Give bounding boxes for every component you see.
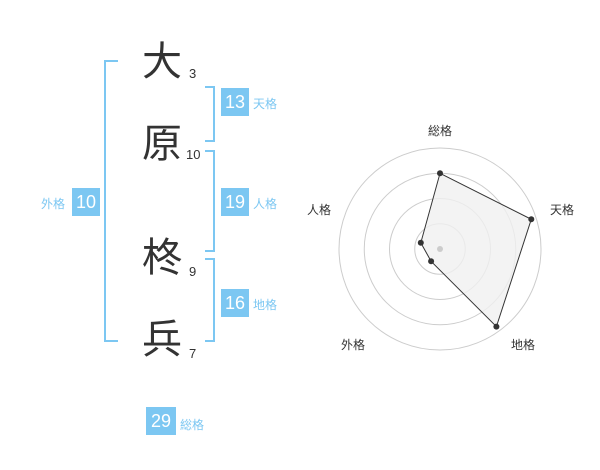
name-char-4: 兵 (142, 317, 182, 363)
radar-axis-label-tenkaku: 天格 (550, 203, 575, 217)
gaikaku-label: 外格 (41, 197, 66, 211)
stroke-count-1: 3 (189, 66, 197, 81)
name-char-1: 大 (142, 39, 182, 85)
radar-point-1 (437, 170, 443, 177)
radar-point-4 (428, 258, 435, 265)
gaikaku-badge: 10 (72, 188, 100, 216)
jinkaku-badge: 19 (221, 188, 249, 216)
radar-grid-ring (338, 147, 542, 351)
chikaku-bracket (205, 258, 215, 342)
jinkaku-label: 人格 (253, 197, 278, 211)
radar-axis-label-soukaku: 総格 (428, 124, 453, 138)
radar-axis-label-gaikaku: 外格 (341, 338, 366, 352)
jinkaku-bracket (205, 150, 215, 252)
name-char-2: 原 (142, 121, 182, 167)
radar-axis-label-chikaku: 地格 (511, 338, 536, 352)
radar-point-5 (417, 239, 424, 246)
stroke-count-3: 9 (189, 264, 197, 279)
soukaku-label: 総格 (180, 418, 205, 432)
chikaku-label: 地格 (253, 298, 278, 312)
radar-axis-label-jinkaku: 人格 (307, 203, 332, 217)
stroke-count-2: 10 (186, 147, 201, 162)
radar-center-dot (437, 246, 443, 252)
radar-point-2 (528, 216, 535, 223)
tenkaku-bracket (205, 86, 215, 142)
tenkaku-badge: 13 (221, 88, 249, 116)
gaikaku-bracket (104, 60, 118, 342)
chikaku-badge: 16 (221, 289, 249, 317)
tenkaku-label: 天格 (253, 97, 278, 111)
radar-series-area (420, 172, 532, 328)
radar-point-3 (493, 323, 500, 330)
name-char-3: 柊 (142, 235, 182, 281)
stroke-count-4: 7 (189, 346, 197, 361)
soukaku-badge: 29 (146, 407, 176, 435)
